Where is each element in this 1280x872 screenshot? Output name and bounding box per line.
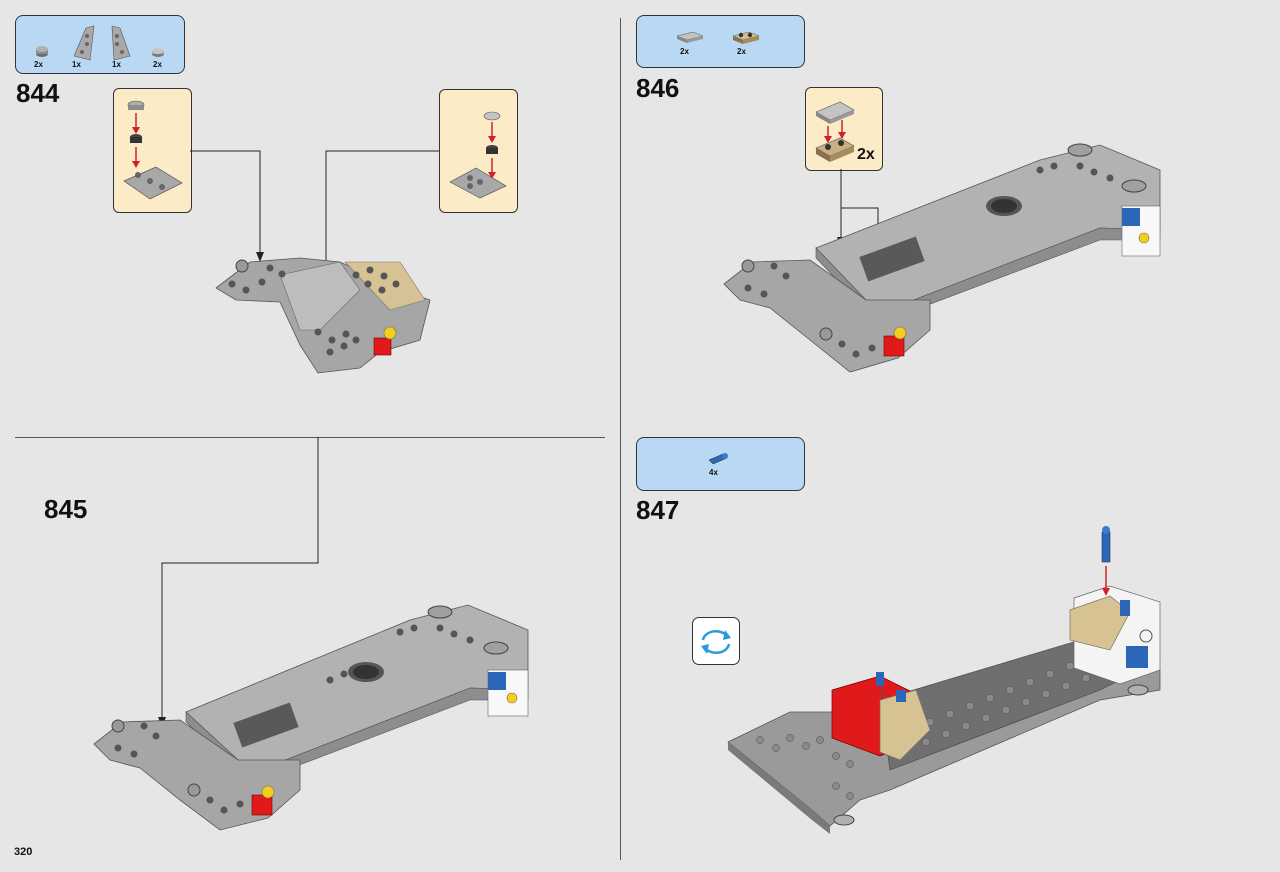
part-qty: 2x <box>153 60 162 69</box>
subassembly-drawing <box>449 111 507 199</box>
wedge-plate-right-icon <box>111 25 131 61</box>
parts-icons-844 <box>36 25 164 61</box>
subassembly-drawing <box>123 100 183 200</box>
part-qty: 2x <box>680 47 689 56</box>
step-number-845: 845 <box>44 494 88 524</box>
rotate-icon <box>701 630 731 654</box>
round-tile-icon <box>152 48 164 57</box>
part-qty: 4x <box>709 468 718 477</box>
round-plate-icon <box>36 46 48 57</box>
subassembly-box-846: 2x <box>805 87 883 171</box>
parts-icons-847 <box>708 453 728 465</box>
part-qty: 2x <box>34 60 43 69</box>
horizontal-divider <box>15 437 605 438</box>
subassembly-multiplier: 2x <box>857 146 875 163</box>
vertical-divider <box>620 18 621 860</box>
step-number-846: 846 <box>636 73 680 103</box>
page-number: 320 <box>14 846 33 858</box>
subassembly-drawing <box>815 101 855 162</box>
parts-icons-846 <box>676 31 760 44</box>
rotate-model-indicator <box>692 617 740 665</box>
blue-pin-icon <box>708 453 728 465</box>
parts-box-847: 4x <box>636 437 805 491</box>
subassembly-box-844-left <box>113 88 192 213</box>
parts-box-844: 2x 1x 1x 2x <box>15 15 185 74</box>
wedge-plate-left-icon <box>73 25 95 61</box>
part-qty: 1x <box>112 60 121 69</box>
part-qty: 2x <box>737 47 746 56</box>
part-qty: 1x <box>72 60 81 69</box>
grey-tile-icon <box>676 31 704 43</box>
subassembly-box-844-right <box>439 89 518 213</box>
tan-plate-icon <box>732 31 760 44</box>
parts-box-846: 2x 2x <box>636 15 805 68</box>
step-number-847: 847 <box>636 495 680 525</box>
step-number-844: 844 <box>16 78 60 108</box>
